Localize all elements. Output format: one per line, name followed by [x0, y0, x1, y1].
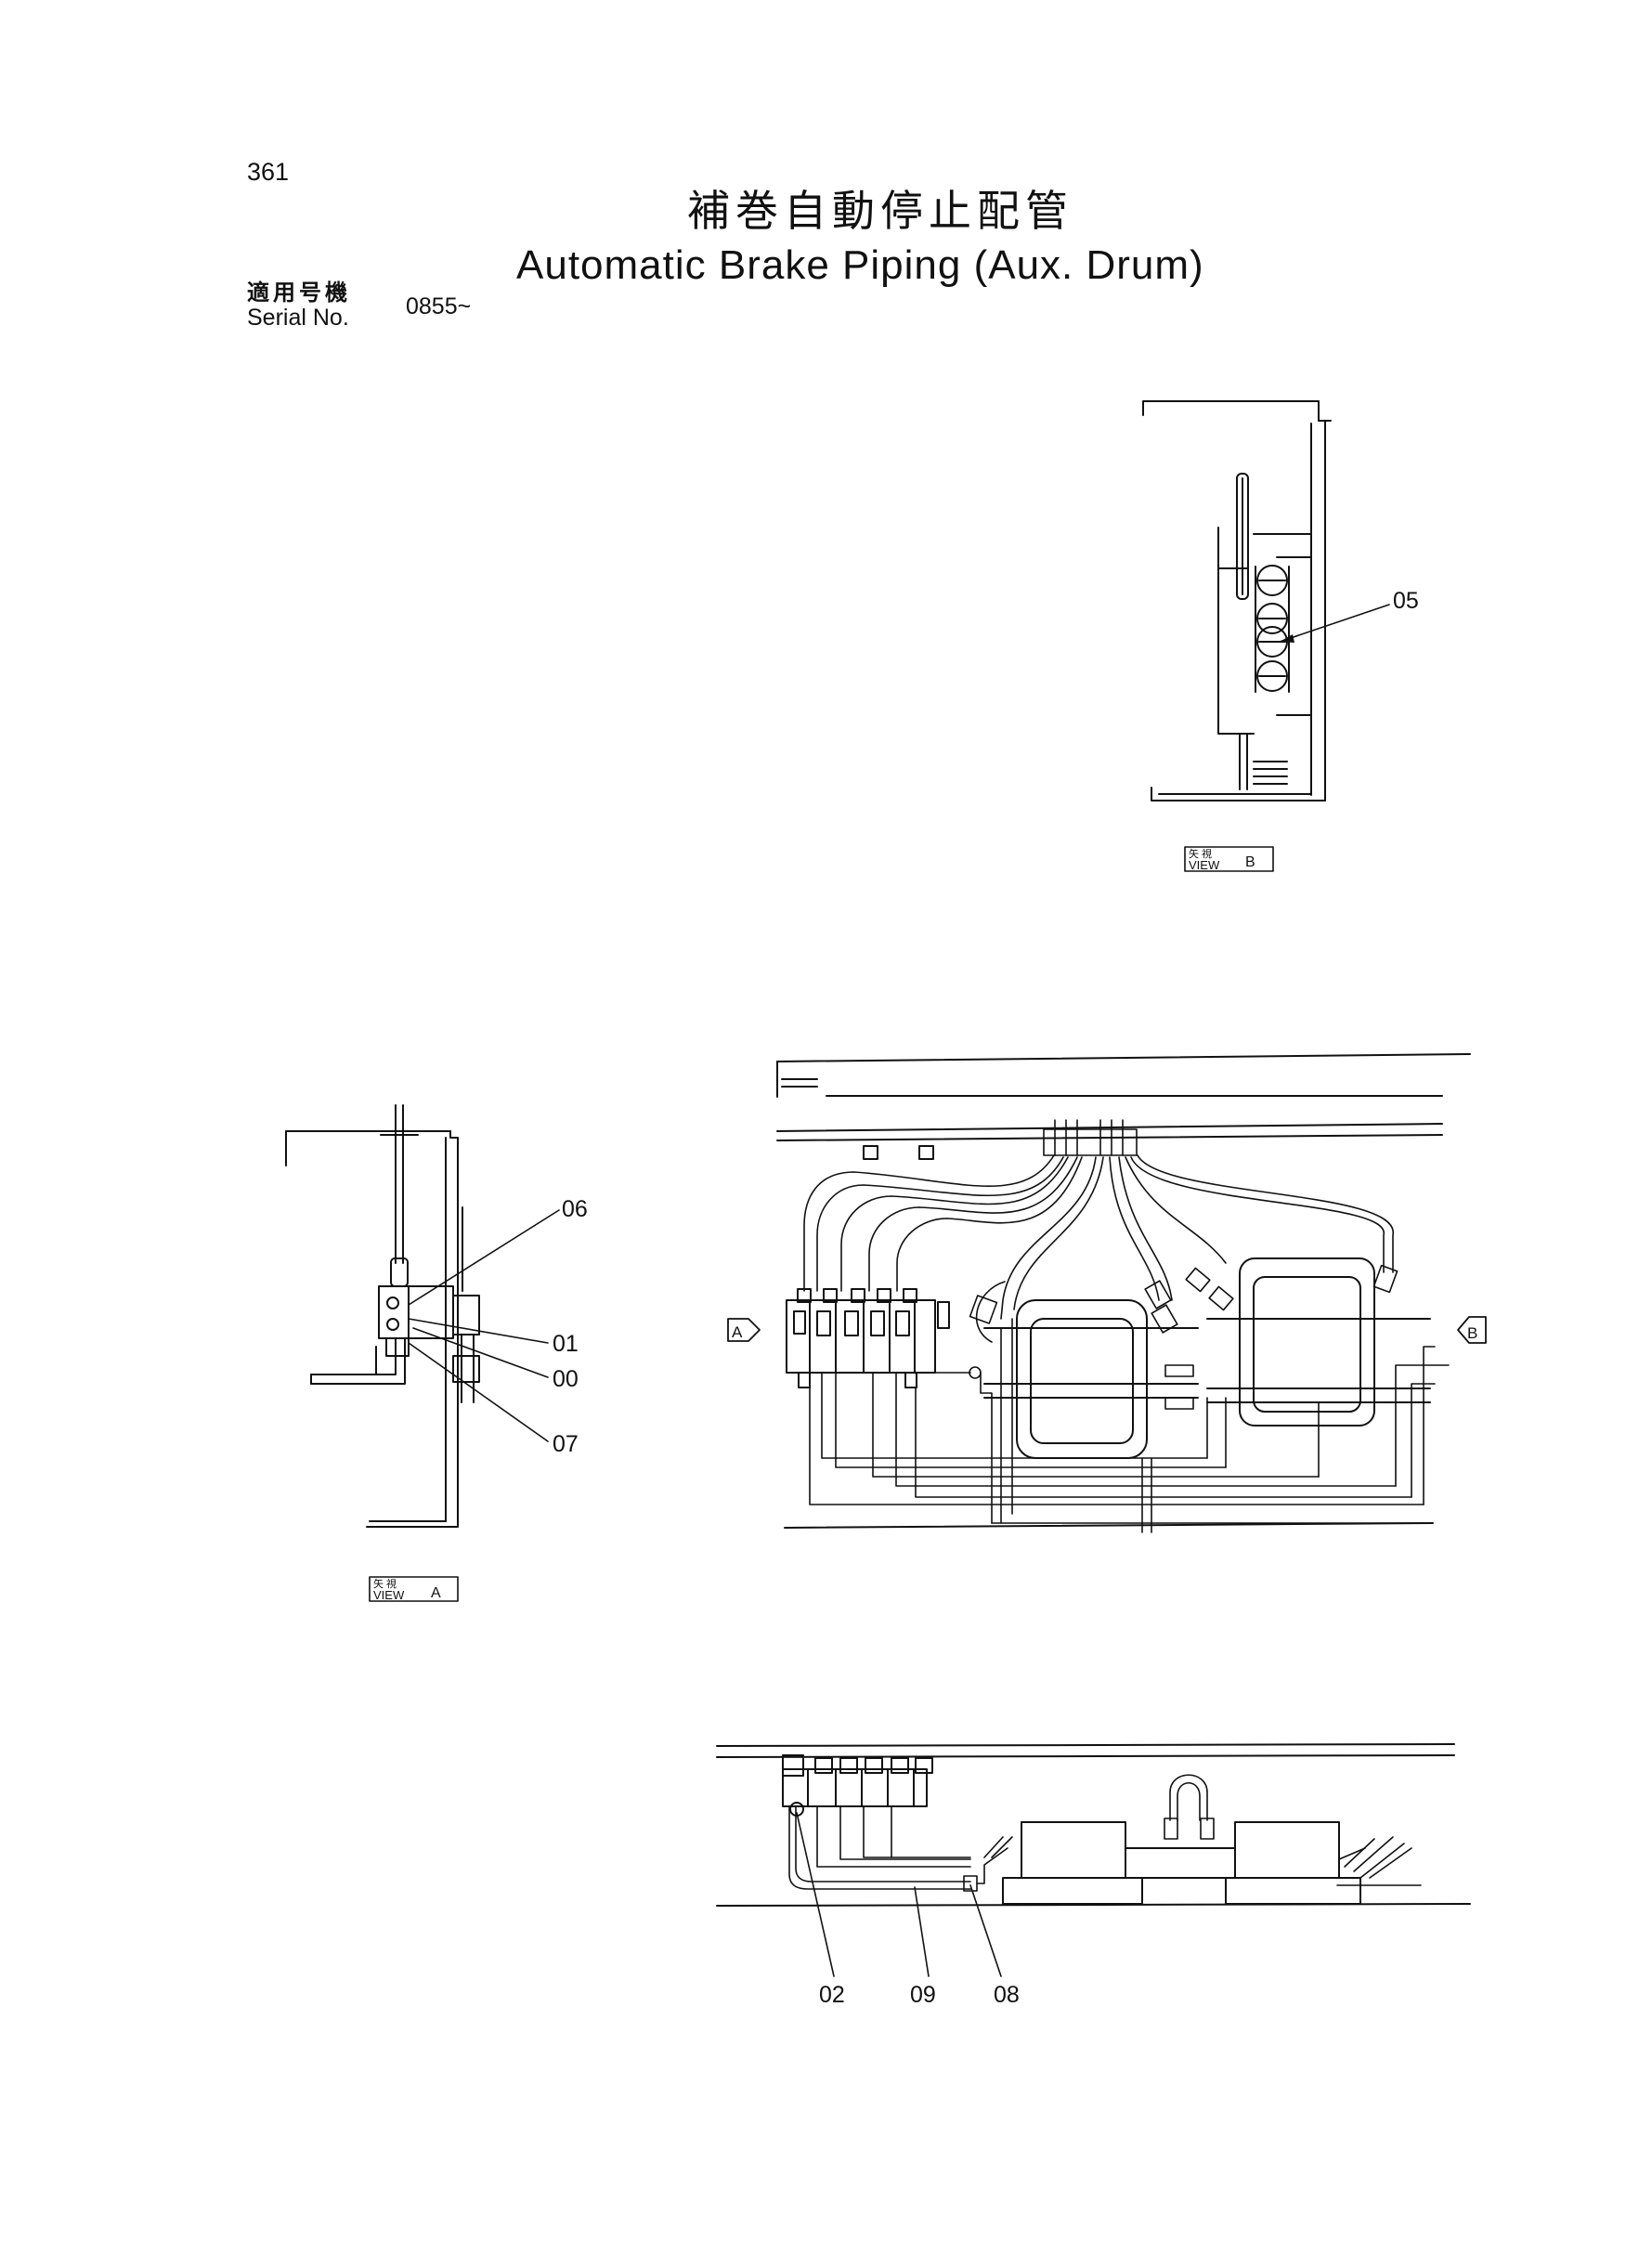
serial-label-japanese: 適用号機: [247, 280, 351, 306]
plan-view-drawing: A B: [727, 1053, 1487, 1533]
valve-port: [1256, 565, 1288, 596]
valve-port: [1256, 603, 1288, 634]
control-valve-bank: [782, 1754, 933, 1817]
page-number: 361: [247, 158, 290, 186]
callout-09: 09: [910, 1982, 936, 2008]
serial-number-value: 0855~: [406, 293, 472, 319]
drum-left: [983, 1299, 1199, 1459]
svg-text:B: B: [1467, 1324, 1477, 1342]
svg-text:A: A: [431, 1585, 441, 1601]
svg-text:VIEW: VIEW: [1189, 858, 1220, 872]
view-a-drawing: 06 01 00 07 矢 視 VIEW A: [285, 1104, 588, 1602]
callout-07: 07: [553, 1431, 579, 1457]
view-b-label: 矢 視 VIEW B: [1184, 846, 1274, 872]
drum-right: [1206, 1257, 1431, 1427]
callout-06: 06: [562, 1196, 588, 1222]
svg-text:B: B: [1245, 854, 1255, 870]
callout-08: 08: [994, 1982, 1020, 2008]
page-title-japanese: 補巻自動停止配管: [687, 186, 1073, 236]
valve-port: [1256, 660, 1288, 692]
view-b-direction-arrow: B: [1457, 1316, 1487, 1344]
control-valve-bank: [786, 1288, 950, 1388]
svg-text:矢 視: 矢 視: [1189, 847, 1212, 860]
view-a-label: 矢 視 VIEW A: [369, 1576, 459, 1602]
callout-05: 05: [1393, 588, 1419, 614]
view-b-drawing: 05 矢 視 VIEW B: [1142, 400, 1419, 872]
page-title: Automatic Brake Piping (Aux. Drum): [516, 242, 1204, 288]
svg-text:A: A: [732, 1323, 743, 1341]
svg-text:VIEW: VIEW: [373, 1588, 405, 1602]
view-a-direction-arrow: A: [727, 1318, 761, 1342]
callout-02: 02: [819, 1982, 845, 2008]
callout-01: 01: [553, 1331, 579, 1357]
svg-text:矢 視: 矢 視: [373, 1577, 397, 1590]
callout-00: 00: [553, 1366, 579, 1392]
serial-label: Serial No.: [247, 305, 349, 331]
side-view-drawing: 02 09 08: [716, 1743, 1471, 2008]
